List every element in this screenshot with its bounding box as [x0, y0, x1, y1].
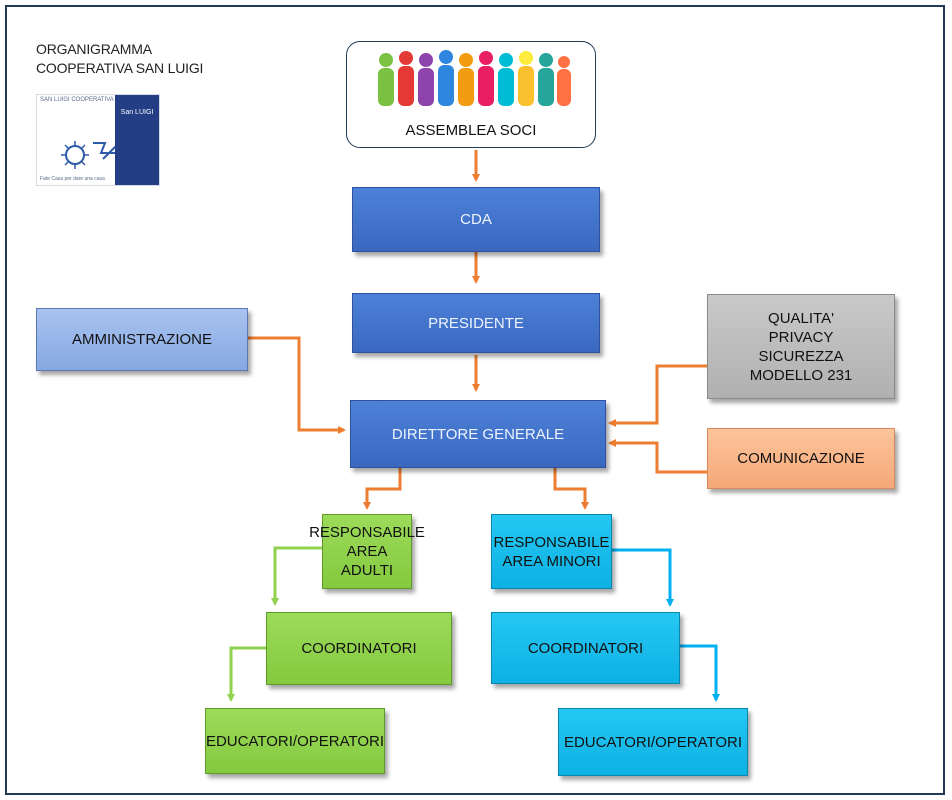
qualita-line-1: QUALITA' — [768, 309, 834, 327]
chart-title: ORGANIGRAMMA COOPERATIVA SAN LUIGI — [36, 40, 203, 78]
comunicazione-label: COMUNICAZIONE — [737, 450, 865, 467]
resp-minori-line-2: AREA MINORI — [502, 552, 601, 570]
logo-top-text: SAN LUIGI COOPERATIVA — [40, 97, 114, 103]
qualita-line-3: SICUREZZA — [758, 347, 844, 365]
qualita-line-4: MODELLO 231 — [749, 366, 853, 384]
connector-direttore-minori — [553, 468, 589, 510]
connector-direttore-adulti — [363, 468, 402, 510]
logo-bottom-text: Fate Casa per dare una casa — [40, 176, 105, 182]
connector-resp-adulti-coord — [271, 546, 322, 606]
educ-adulti-label: EDUCATORI/OPERATORI — [205, 732, 385, 750]
qualita-line-2: PRIVACY — [768, 328, 834, 346]
node-educatori-adulti: EDUCATORI/OPERATORI — [205, 708, 385, 774]
direttore-label: DIRETTORE GENERALE — [391, 425, 565, 443]
logo-brand-panel: San LUIGI — [115, 95, 159, 185]
presidente-label: PRESIDENTE — [428, 314, 524, 332]
resp-minori-line-1: RESPONSABILE — [493, 533, 610, 551]
node-responsabile-area-minori: RESPONSABILE AREA MINORI — [491, 514, 612, 589]
node-comunicazione: COMUNICAZIONE — [707, 428, 895, 489]
logo-brand-text: San LUIGI — [120, 109, 154, 116]
assemblea-label: ASSEMBLEA SOCI — [405, 122, 537, 139]
resp-adulti-line-1: RESPONSABILE — [309, 524, 425, 541]
coord-minori-label: COORDINATORI — [527, 639, 644, 657]
connector-resp-minori-coord — [612, 548, 674, 607]
node-assemblea-soci: ASSEMBLEA SOCI — [346, 41, 596, 148]
connector-amministrazione-direttore — [248, 336, 346, 434]
people-group-icon — [378, 50, 571, 106]
connector-qualita-direttore — [608, 364, 707, 427]
connector-coord-minori-educ — [680, 644, 720, 702]
node-presidente: PRESIDENTE — [352, 293, 600, 353]
node-qualita: QUALITA' PRIVACY SICUREZZA MODELLO 231 — [707, 294, 895, 399]
resp-adulti-line-2: AREA ADULTI — [340, 543, 394, 579]
title-line-2: COOPERATIVA SAN LUIGI — [36, 60, 204, 76]
node-direttore-generale: DIRETTORE GENERALE — [350, 400, 606, 468]
node-educatori-minori: EDUCATORI/OPERATORI — [558, 708, 748, 776]
amministrazione-label: AMMINISTRAZIONE — [71, 331, 212, 348]
cooperative-logo: SAN LUIGI COOPERATIVA San LUIGI Fate Cas… — [36, 94, 160, 186]
node-coordinatori-minori: COORDINATORI — [491, 612, 680, 684]
educ-minori-label: EDUCATORI/OPERATORI — [563, 733, 743, 751]
cda-label: CDA — [460, 211, 492, 228]
node-responsabile-area-adulti: RESPONSABILE AREA ADULTI — [309, 514, 425, 589]
coord-adulti-label: COORDINATORI — [301, 640, 417, 657]
title-line-1: ORGANIGRAMMA — [36, 41, 152, 57]
connector-coord-adulti-educ — [227, 646, 266, 702]
node-coordinatori-adulti: COORDINATORI — [266, 612, 452, 685]
logo-emblem-icon — [61, 141, 118, 169]
node-amministrazione: AMMINISTRAZIONE — [36, 308, 248, 371]
connector-comunicazione-direttore — [608, 439, 707, 474]
node-cda: CDA — [352, 187, 600, 252]
